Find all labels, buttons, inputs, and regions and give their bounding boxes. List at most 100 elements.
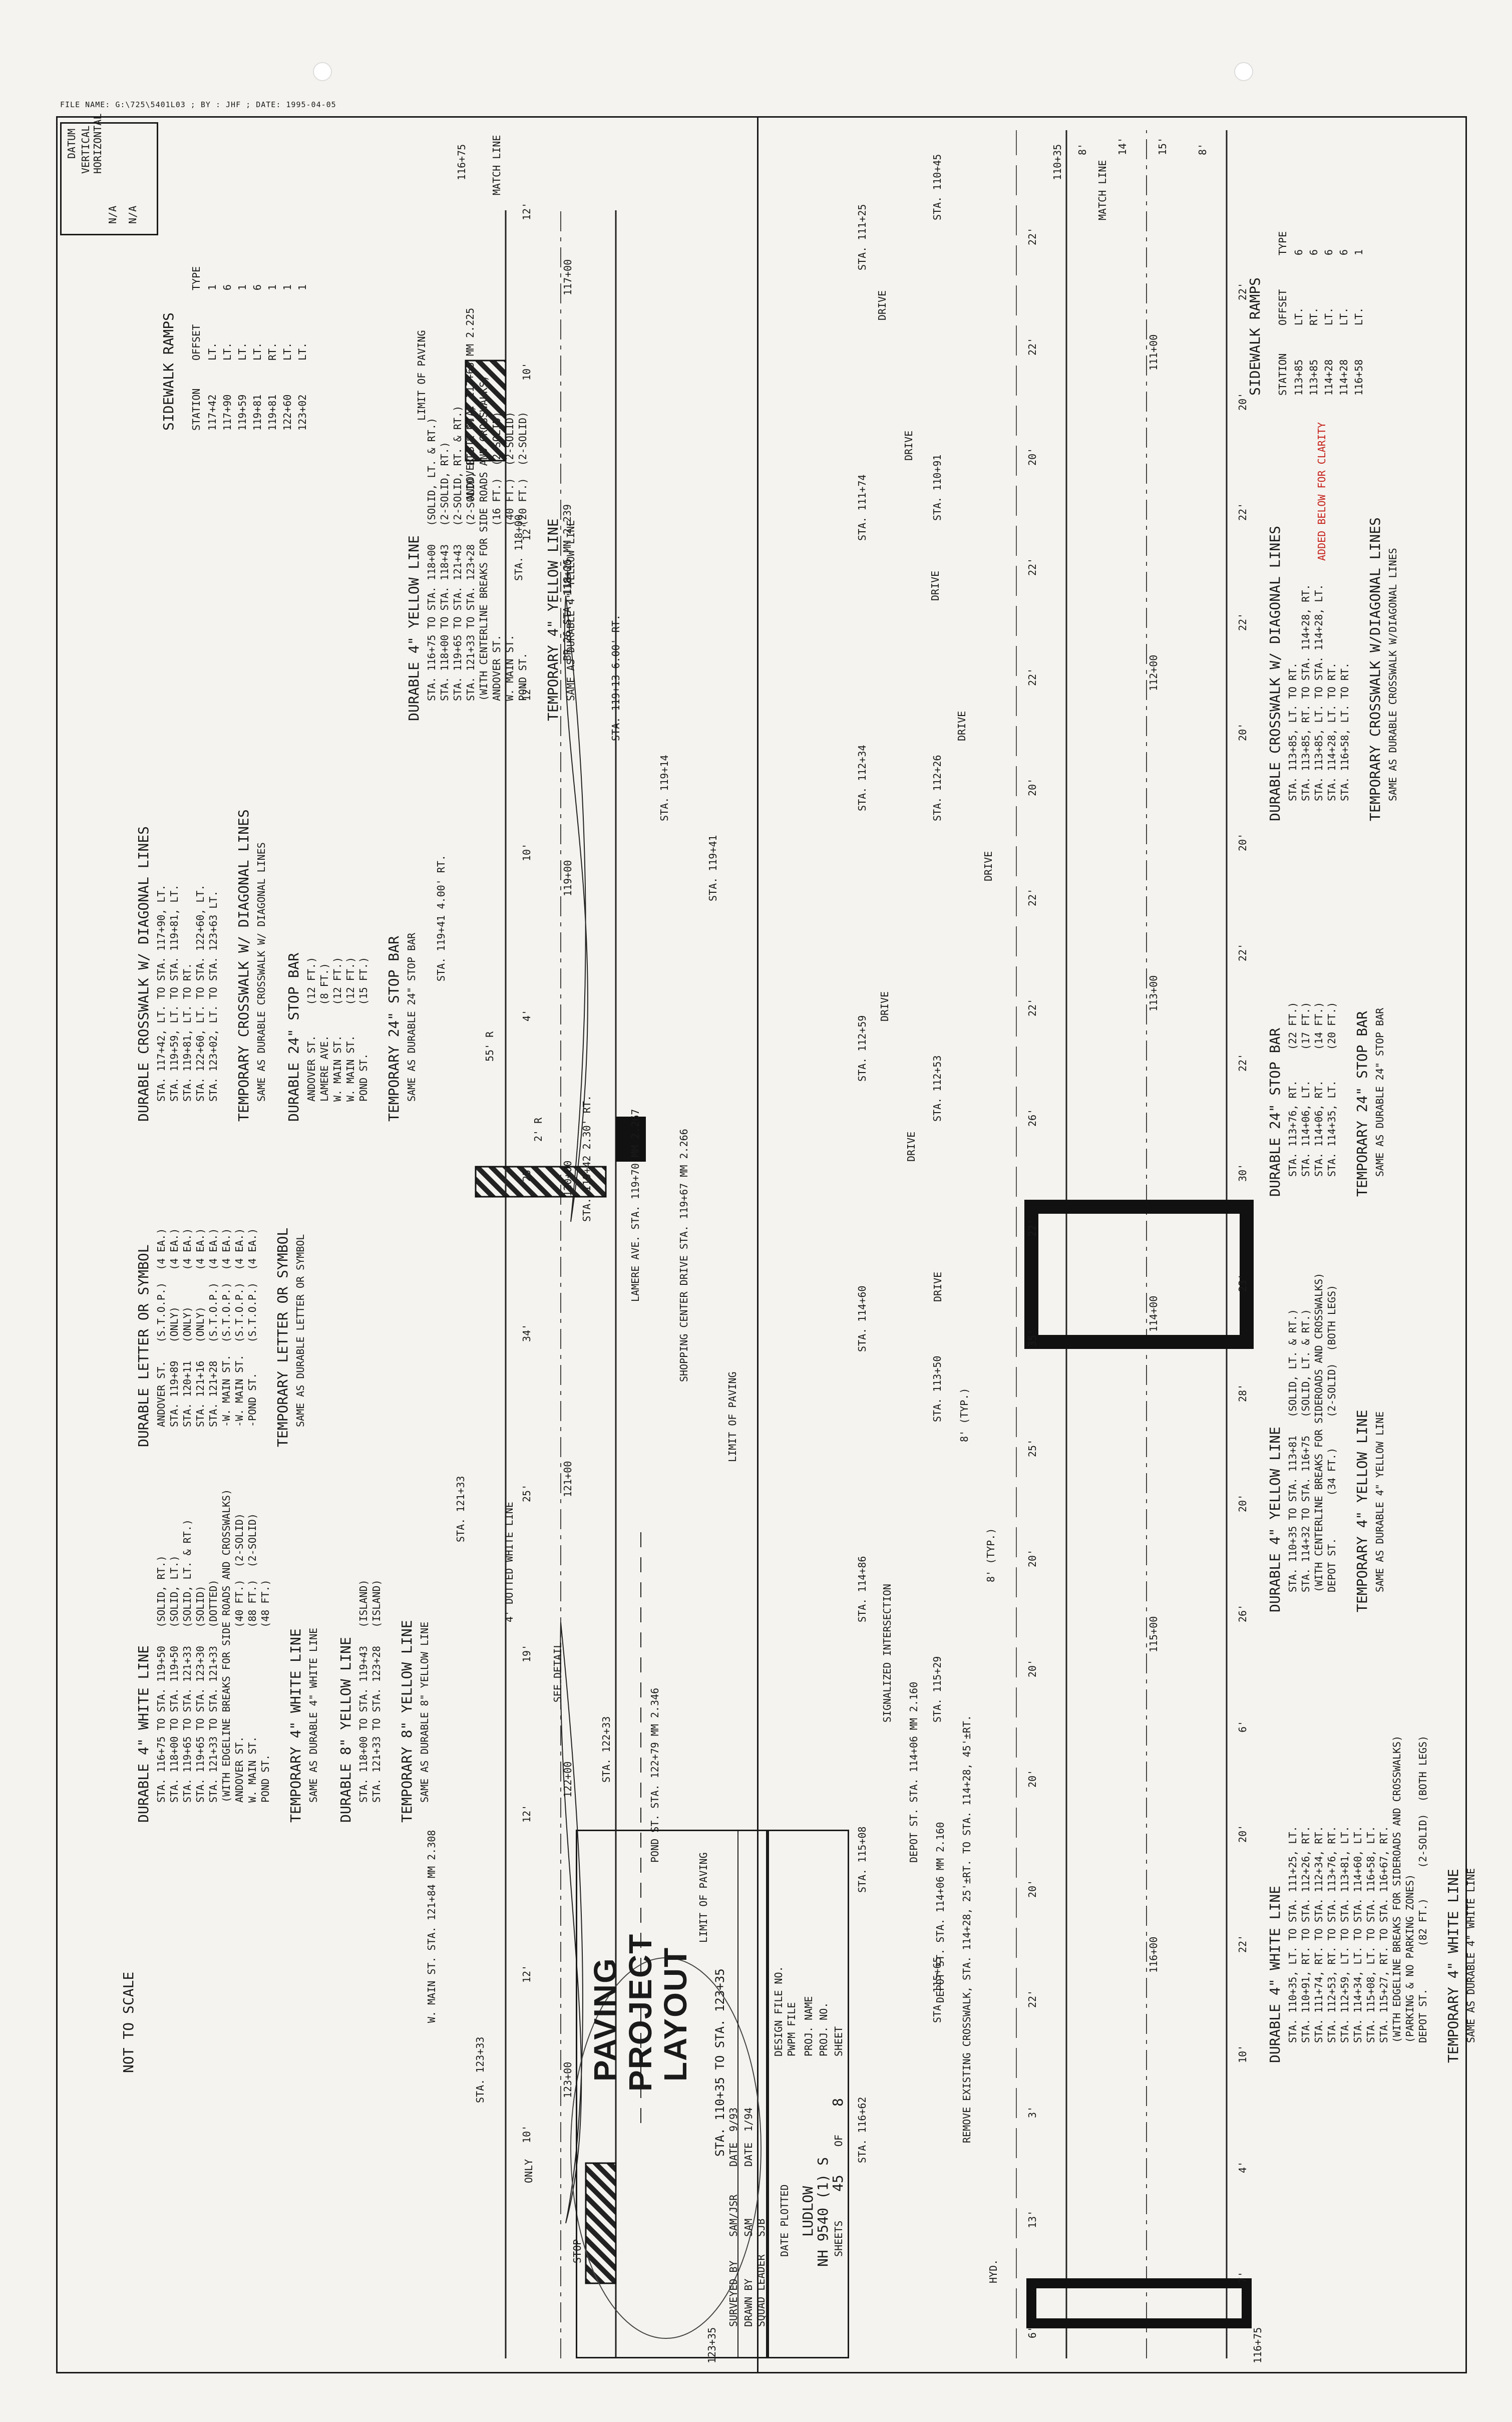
note-line: SAME AS DURABLE 4" WHITE LINE: [1465, 1868, 1477, 2043]
note-line: -W. MAIN ST. (S.T.O.P.) (4 EA.): [220, 1228, 232, 1427]
note-line: DEPOT ST. (82 FT.) (2-SOLID) (BOTH LEGS): [1417, 1735, 1429, 2043]
squad-leader: SJB: [755, 2218, 767, 2237]
dimension-label: 20': [1026, 447, 1038, 466]
dimension-label: 22': [1026, 1989, 1038, 2008]
dimension-label: 20': [1026, 1549, 1038, 1567]
plan-label: HYD.: [987, 2259, 999, 2283]
note-line: STA. 114+35, LT. (20 FT.): [1326, 1001, 1338, 1177]
note-line: STA. 114+06, RT. (14 FT.): [1313, 1001, 1325, 1177]
ramps-header: OFFSET: [1277, 289, 1289, 325]
plan-label: DRIVE: [932, 1271, 944, 1302]
plan-label: STA. 119+14: [658, 755, 670, 821]
left-roadway-plan: [465, 210, 762, 2358]
note-line: STA. 119+65 TO STA. 121+33 (SOLID, LT. &…: [181, 1519, 193, 1803]
ramps-cell: 119+81: [251, 394, 263, 431]
station-label: 116+75: [1252, 2327, 1264, 2363]
dimension-label: 10': [521, 362, 533, 381]
dimension-label: 7': [1237, 2271, 1249, 2283]
traffic-island: [564, 595, 588, 1222]
title-line-1: PAVING: [587, 1957, 623, 2082]
note-line: STA. 119+59, LT. TO STA. 119+81, LT.: [168, 884, 180, 1102]
dimension-label: 22': [1026, 998, 1038, 1016]
plan-label: DRIVE: [956, 711, 968, 741]
title-line-2: PROJECT: [622, 1933, 658, 2092]
title-range: STA. 110+35 TO STA. 123+35: [713, 1968, 727, 2157]
dimension-label: 22': [1026, 557, 1038, 576]
station-label: STA. 110+91: [931, 454, 943, 521]
centerline-station: 113+00: [1148, 975, 1160, 1011]
dimension-label: 22': [1237, 612, 1249, 631]
station-label: STA. 111+74: [856, 474, 868, 541]
dimension-label: 20': [1026, 1769, 1038, 1788]
match-line-label: MATCH LINE: [491, 135, 503, 195]
ramps-cell: 113+85: [1308, 359, 1320, 396]
dimension-label: 22': [1026, 337, 1038, 356]
centerline-station: 119+00: [562, 860, 574, 896]
ramps-cell: RT.: [1308, 307, 1320, 325]
plan-label: ANDOVER ST. STA. 117+65 MM 2.225: [464, 307, 476, 501]
station-label: 110+35: [1051, 144, 1063, 180]
centerline-station: 122+00: [562, 1761, 574, 1798]
plan-label: STA. 119+42 2.30' RT.: [581, 1095, 593, 1222]
note-line: ANDOVER ST. (S.T.O.P.) (4 EA.): [155, 1228, 167, 1427]
ramps-cell: 1: [296, 284, 308, 290]
ramps-cell: 6: [1338, 249, 1350, 255]
note-line: (WITH CENTERLINE BREAKS FOR SIDEROADS AN…: [1313, 1272, 1325, 1592]
note-line: STA. 121+33 TO STA. 123+28 (ISLAND): [370, 1579, 383, 1803]
note-line: STA. 114+28, LT. TO RT.: [1326, 662, 1338, 801]
plan-label: BR 26 STA. 118+25 MM 2.239: [561, 504, 573, 661]
plan-label: W. MAIN ST. STA. 121+84 MM 2.308: [426, 1830, 438, 2023]
dimension-label: 22': [1026, 667, 1038, 686]
note-line: -W. MAIN ST. (S.T.O.P.) (4 EA.): [233, 1228, 245, 1427]
dimension-label: 20': [1026, 778, 1038, 796]
note-title: DURABLE 4" YELLOW LINE: [1267, 1427, 1283, 1612]
plan-label: ONLY: [523, 2159, 535, 2183]
station-label: STA. 116+62: [856, 2097, 868, 2163]
note-line: (WITH EDGELINE BREAKS FOR SIDE ROADS AND…: [220, 1489, 232, 1803]
dimension-label: 12': [521, 522, 533, 541]
dimension-label: 10': [521, 843, 533, 861]
surveyed-by: SAM/JSR: [727, 2194, 739, 2237]
dimension-label: 22': [1237, 502, 1249, 521]
punch-hole: [1234, 62, 1253, 81]
centerline-station: 120+00: [562, 1160, 574, 1197]
ramps-cell: LT.: [236, 342, 248, 361]
dimension-label: 12': [521, 1804, 533, 1823]
plan-label: LIMIT OF PAVING: [416, 330, 428, 421]
dimension-label: 22': [1026, 888, 1038, 906]
centerline-station: 111+00: [1148, 334, 1160, 371]
note-line: STA. 112+59, LT. TO STA. 113+81, LT.: [1339, 1826, 1351, 2043]
note-line: STA. 116+75 TO STA. 119+50 (SOLID, RT.): [155, 1555, 167, 1803]
note-title: DURABLE LETTER OR SYMBOL: [135, 1244, 152, 1447]
station-label: STA. 115+08: [856, 1826, 868, 1893]
dimension-label: 20': [1026, 1659, 1038, 1677]
sheet-border: [56, 116, 1467, 2373]
crosswalk: [585, 2162, 617, 2284]
ramps-cell: 6: [1293, 249, 1305, 255]
ramps-cell: 117+42: [206, 394, 218, 431]
datum-vertical-label: VERTICAL: [80, 125, 92, 174]
station-label: STA. 112+53: [931, 1055, 943, 1122]
plan-label: 8' (TYP.): [958, 1388, 970, 1442]
note-line: STA. 113+76, RT. (22 FT.): [1287, 1001, 1299, 1177]
station-label: STA. 113+50: [931, 1355, 943, 1422]
stop-bar: [616, 1117, 646, 1162]
date-plotted-label: DATE PLOTTED: [779, 2184, 791, 2257]
left-ramps-title: SIDEWALK RAMPS: [160, 312, 177, 431]
dimension-label: 4': [1237, 2161, 1249, 2173]
note-line: POND ST. (48 FT.): [259, 1579, 271, 1803]
note-line: STA. 118+00 TO STA. 119+43 (ISLAND): [357, 1579, 369, 1803]
plan-label: SHOPPING CENTER DRIVE STA. 119+67 MM 2.2…: [678, 1129, 690, 1382]
station-label: STA. 114+86: [856, 1556, 868, 1622]
note-line: DEPOT ST. (34 FT.) (2-SOLID) (BOTH LEGS): [1326, 1284, 1338, 1592]
plan-label: DRIVE: [903, 430, 915, 461]
note-line: STA. 111+74, RT. TO STA. 112+34, RT.: [1313, 1826, 1325, 2043]
ramps-cell: 123+02: [296, 394, 308, 431]
note-title: DURABLE 24" STOP BAR: [1267, 1027, 1283, 1197]
ramps-cell: 122+60: [281, 394, 293, 431]
dimension-label: 22': [1237, 1934, 1249, 1953]
plan-label: DRIVE: [929, 570, 941, 601]
note-line: SAME AS DURABLE CROSSWALK W/DIAGONAL LIN…: [1387, 548, 1399, 801]
note-title: DURABLE CROSSWALK W/ DIAGONAL LINES: [1267, 525, 1283, 821]
right-notes-stopbar: DURABLE 24" STOP BAR STA. 113+76, RT. (22…: [1267, 816, 1457, 1197]
